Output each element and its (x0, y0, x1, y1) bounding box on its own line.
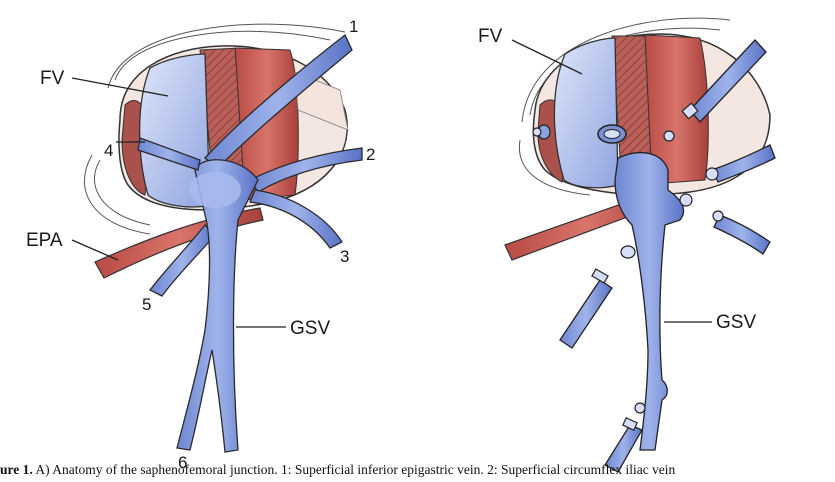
great-saphenous-vein-left (137, 33, 363, 453)
junction-highlight (189, 172, 241, 208)
label-epa: EPA (26, 230, 63, 251)
left-anatomy-panel: FV EPA GSV 1 2 3 4 5 6 (26, 17, 375, 472)
right-ligated-panel: FV GSV (478, 17, 776, 473)
caption-prefix: ure 1. (0, 462, 33, 477)
number-6: 6 (178, 453, 187, 472)
label-fv-right: FV (478, 26, 503, 47)
leader-lines-right (511, 39, 712, 323)
femoral-artery-right (644, 34, 709, 185)
number-2: 2 (366, 145, 375, 164)
label-fv-left: FV (40, 68, 65, 89)
label-gsv-right: GSV (716, 312, 756, 333)
number-4: 4 (104, 141, 113, 160)
skin-contour-lines (83, 23, 346, 235)
cut-tributaries (559, 39, 776, 473)
ligature-ties (532, 102, 724, 431)
number-5: 5 (142, 295, 151, 314)
label-gsv-left: GSV (290, 318, 330, 339)
leader-lines-left (71, 77, 286, 328)
caption-text: A) Anatomy of the saphenofemoral junctio… (32, 462, 676, 477)
number-3: 3 (340, 247, 349, 266)
figure-caption: ure 1. A) Anatomy of the saphenofemoral … (0, 462, 835, 482)
stump-lumen (603, 129, 621, 139)
number-1: 1 (349, 17, 358, 36)
great-saphenous-vein-right (614, 152, 685, 451)
femoral-vein-right (553, 37, 619, 189)
